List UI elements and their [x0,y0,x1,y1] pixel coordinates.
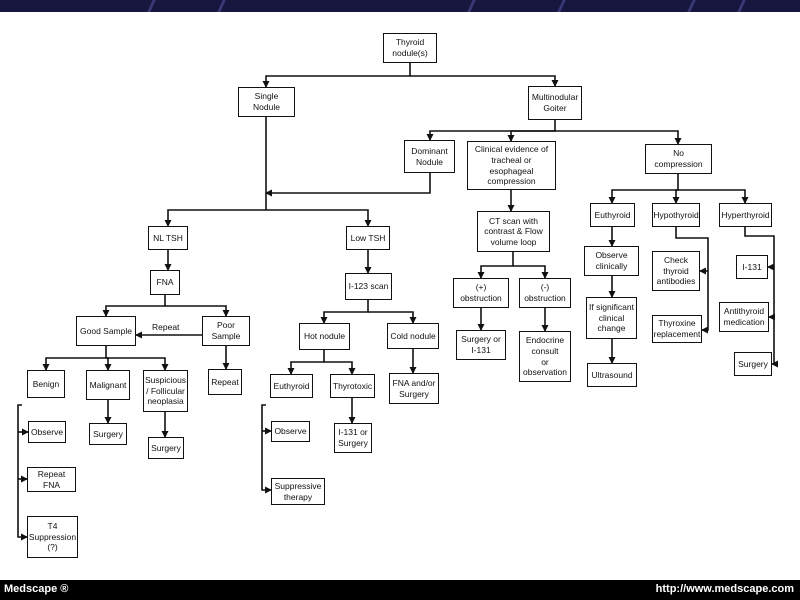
node-thyroxine-replacement: Thyroxine replacement [652,315,702,343]
node-suspicious: Suspicious / Follicular neoplasia [143,370,188,412]
connector-12 [165,305,230,317]
connector-28 [324,361,356,375]
node-low-tsh: Low TSH [346,226,390,250]
connector-38 [672,189,680,204]
connector-3 [426,120,556,141]
node-single-nodule: Single Nodule [238,87,295,117]
node-pos-obstruction: (+) obstruction [453,278,509,308]
node-cold-nodule: Cold nodule [387,323,439,349]
node-significant-change: If significant clinical change [586,297,637,339]
node-observe-2: Observe [271,421,310,442]
node-check-antibodies: Check thyroid antibodies [652,251,700,291]
node-good-sample: Good Sample [76,316,136,346]
footer-bar: Medscape ® http://www.medscape.com [0,580,800,600]
connector-8 [164,209,266,227]
node-surgery-hyper: Surgery [734,352,772,376]
node-dominant-nodule: Dominant Nodule [404,140,455,173]
node-thyrotoxic: Thyrotoxic [330,374,375,398]
connector-20 [17,404,28,541]
node-antithyroid-medication: Antithyroid medication [719,302,769,332]
connector-45 [744,227,778,368]
connector-4 [507,130,555,142]
node-benign: Benign [27,370,65,398]
connector-5 [555,130,682,145]
connector-33 [477,252,514,279]
connector-2 [410,75,559,87]
node-fna: FNA [150,270,180,295]
node-hot-nodule: Hot nodule [299,323,350,350]
node-clinical-evidence: Clinical evidence of tracheal or esophag… [467,141,556,190]
connector-11 [102,295,166,317]
connector-25 [368,311,417,324]
node-i131: I-131 [736,255,768,279]
node-surgery-malignant: Surgery [89,423,127,445]
connector-1 [262,63,411,88]
node-malignant: Malignant [86,370,130,400]
node-ultrasound: Ultrasound [587,363,637,387]
node-i131-surgery: I-131 or Surgery [334,423,372,453]
node-multinodular-goiter: Multinodular Goiter [528,86,582,120]
connector-7 [265,173,431,197]
repeat-arrow-label: Repeat [152,322,180,332]
node-neg-obstruction: (-) obstruction [519,278,571,308]
node-ct-scan: CT scan with contrast & Flow volume loop [477,211,550,252]
flowchart-connectors [17,63,778,541]
node-poor-sample: Poor Sample [202,316,250,346]
node-surgery-i131: Surgery or I-131 [456,330,506,360]
node-surgery-suspicious: Surgery [148,437,184,459]
node-repeat: Repeat [208,369,242,395]
connector-43 [675,227,709,334]
connector-17 [106,357,169,371]
footer-url: http://www.medscape.com [655,583,794,595]
connector-16 [104,357,112,371]
connector-37 [608,174,679,204]
header-bar [0,0,800,12]
node-suppressive-therapy: Suppressive therapy [271,478,325,505]
node-t4-suppression: T4 Suppression (?) [27,516,78,558]
node-thyroid-nodules: Thyroid nodule(s) [383,33,437,63]
node-no-compression: No compression [645,144,712,174]
connector-15 [42,346,107,371]
node-endocrine-consult: Endocrine consult or observation [519,331,571,382]
connector-24 [320,300,369,324]
node-observe-clinically: Observe clinically [584,246,639,276]
connector-39 [678,189,749,204]
node-hyperthyroid: Hyperthyroid [719,203,772,227]
node-i123-scan: I-123 scan [345,273,392,300]
node-hypothyroid: Hypothyroid [652,203,700,227]
node-repeat-fna: Repeat FNA [27,467,76,492]
connector-9 [266,209,372,227]
node-nl-tsh: NL TSH [148,226,188,250]
connector-27 [287,350,325,375]
connector-30 [261,404,272,494]
node-fna-surgery: FNA and/or Surgery [389,373,439,404]
footer-brand: Medscape ® [4,583,69,595]
connector-34 [513,265,549,279]
node-observe-1: Observe [28,421,66,443]
node-euthyroid-hot: Euthyroid [270,374,313,398]
node-euthyroid-mng: Euthyroid [590,203,635,227]
